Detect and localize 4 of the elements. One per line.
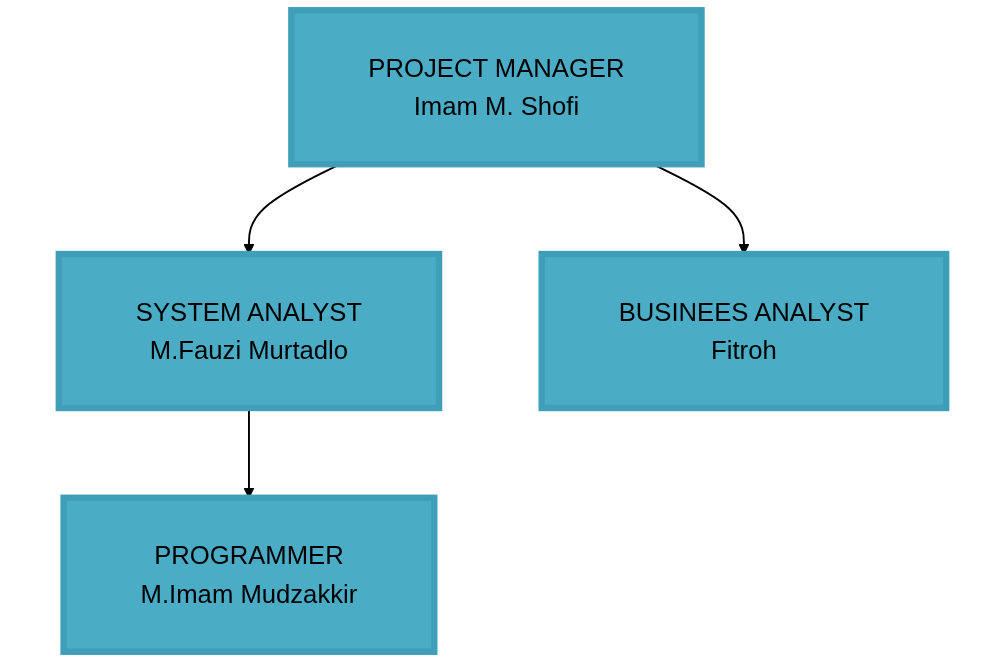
node-box: PROJECT MANAGER Imam M. Shofi xyxy=(288,7,705,168)
node-box: SYSTEM ANALYST M.Fauzi Murtadlo xyxy=(55,250,443,412)
node-box: BUSINEES ANALYST Fitroh xyxy=(538,250,950,412)
node-box: PROGRAMMER M.Imam Mudzakkir xyxy=(60,494,438,655)
